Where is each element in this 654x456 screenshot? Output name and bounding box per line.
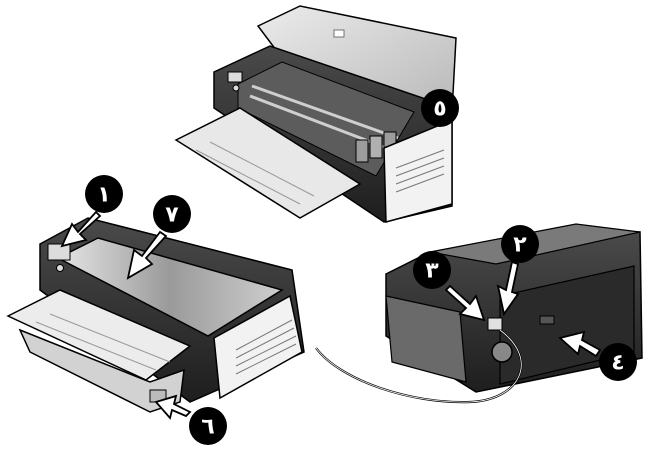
- callout-5-label: ٥: [433, 97, 446, 122]
- callout-2: ٢: [501, 225, 539, 263]
- printer-open-view: [176, 6, 456, 222]
- callout-5: ٥: [421, 89, 459, 127]
- callout-3-label: ٣: [425, 259, 439, 284]
- callout-7: ٧: [153, 195, 191, 233]
- usb-port: [488, 318, 502, 330]
- callout-4-label: ٤: [611, 351, 624, 376]
- callout-1-label: ١: [97, 183, 110, 208]
- callout-7-label: ٧: [165, 203, 179, 228]
- callout-1: ١: [85, 175, 123, 213]
- callout-6-label: ٦: [201, 415, 214, 440]
- rear-panel-latch: [540, 316, 554, 324]
- power-input: [492, 342, 512, 362]
- callout-2-label: ٢: [513, 233, 527, 258]
- callout-4: ٤: [599, 343, 637, 381]
- callout-3: ٣: [413, 251, 451, 289]
- lid-label: [334, 30, 344, 37]
- callout-6: ٦: [189, 407, 227, 445]
